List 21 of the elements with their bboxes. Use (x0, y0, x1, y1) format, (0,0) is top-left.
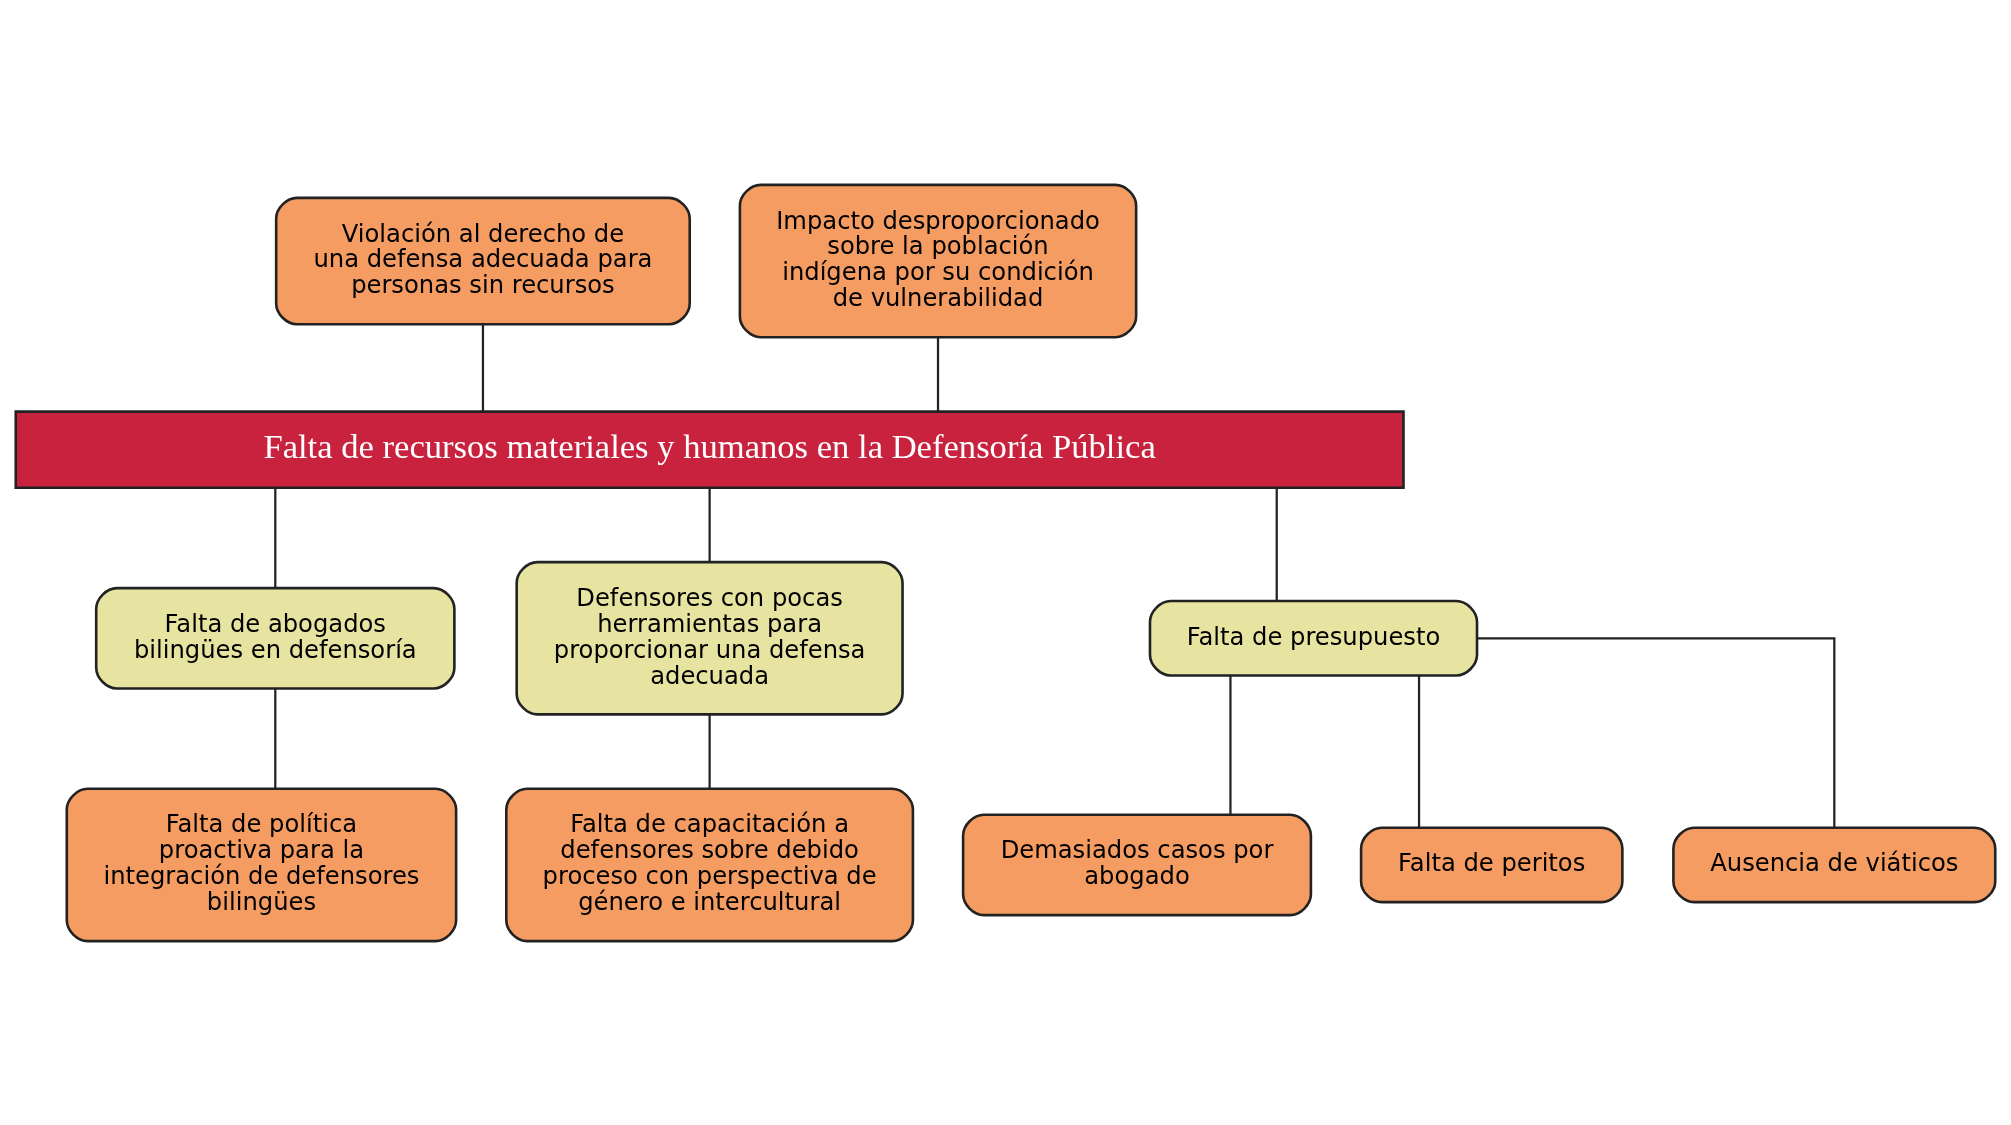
connector (274, 487, 277, 588)
connector (708, 487, 711, 562)
node-box: Falta de capacitación a defensores sobre debido proceso con perspectiva de género e intercultural (505, 787, 915, 942)
connector (274, 688, 277, 788)
node-box: Impacto desproporcionado sobre la población indígena por su condición de vulnerabilidad (738, 183, 1138, 338)
node-box: Falta de abogados bilingües en defensoría (94, 586, 456, 690)
connector (1417, 675, 1421, 827)
connector (481, 323, 485, 412)
node-box: Falta de recursos materiales y humanos en la Defensoría Pública (14, 409, 1405, 489)
connector (1477, 636, 1836, 827)
node-box: Defensores con pocas herramientas para proporcionar una defensa adecuada (515, 560, 904, 716)
node-box: Falta de presupuesto (1148, 599, 1479, 677)
node-box: Falta de política proactiva para la integración de defensores bilingües (65, 787, 458, 942)
connector (708, 714, 711, 788)
connector (936, 336, 940, 412)
node-box: Falta de peritos (1359, 825, 1624, 903)
connector (1275, 487, 1278, 601)
node-box: Ausencia de viáticos (1672, 825, 1997, 903)
node-box: Violación al derecho de una defensa adecuada para personas sin recursos (274, 196, 691, 325)
connector (1229, 675, 1232, 815)
node-box: Demasiados casos por abogado (961, 812, 1313, 916)
